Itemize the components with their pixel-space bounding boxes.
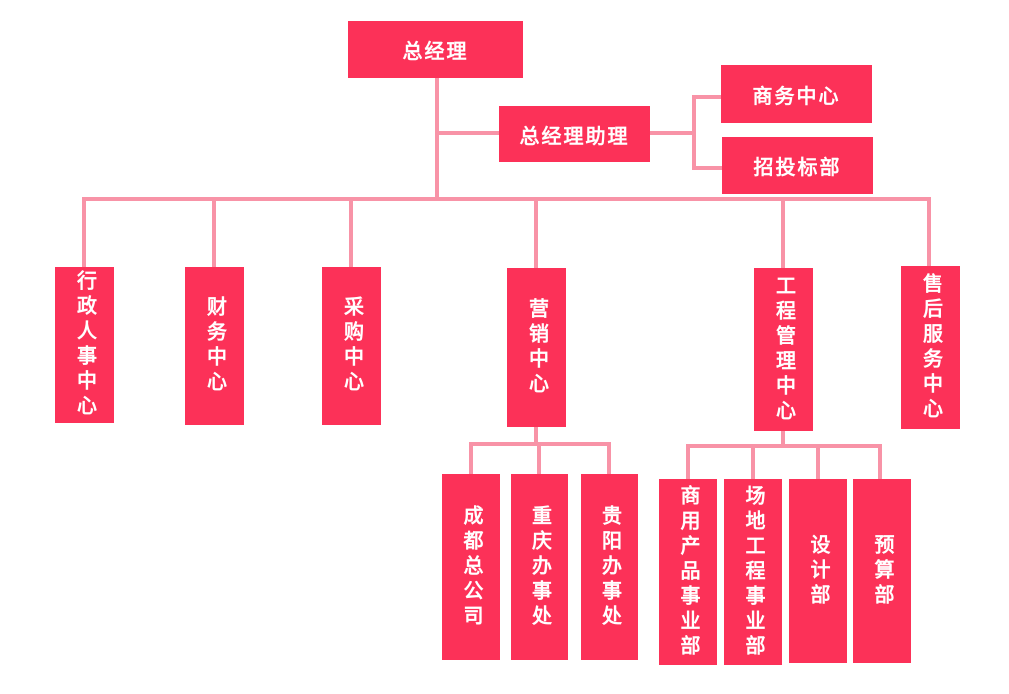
node-general-manager[interactable]: 总经理 — [348, 21, 523, 78]
node-business-center[interactable]: 商务中心 — [721, 65, 872, 123]
node-marketing-center[interactable]: 营销中心 — [507, 268, 566, 427]
connector-drop-marketing — [534, 201, 538, 268]
node-after-sales-center[interactable]: 售后服务中心 — [901, 266, 960, 429]
node-label: 设计部 — [807, 533, 829, 609]
node-label: 预算部 — [871, 533, 893, 609]
node-label: 财务中心 — [203, 296, 226, 396]
node-label: 场地工程事业部 — [742, 484, 764, 660]
node-label: 采购中心 — [340, 296, 363, 396]
connector-drop-finance — [212, 201, 216, 267]
connector-drop-site-eng — [751, 444, 755, 479]
node-bidding-dept[interactable]: 招投标部 — [722, 137, 873, 194]
node-chongqing-office[interactable]: 重庆办事处 — [511, 474, 568, 660]
connector-to-business-center — [692, 95, 721, 99]
node-label: 售后服务中心 — [919, 272, 942, 423]
connector-drop-design — [816, 444, 820, 479]
connector-drop-chengdu — [469, 442, 473, 474]
connector-drop-procurement — [349, 201, 353, 267]
connector-drop-admin-hr — [82, 197, 86, 267]
node-label: 招投标部 — [753, 157, 842, 179]
node-label: 成都总公司 — [460, 504, 482, 630]
node-label: 商务中心 — [752, 85, 841, 108]
connector-engineering-horizontal — [686, 444, 882, 448]
node-design-dept[interactable]: 设计部 — [789, 479, 847, 663]
connector-drop-commercial — [686, 444, 690, 479]
connector-drop-budget — [878, 444, 882, 479]
node-budget-dept[interactable]: 预算部 — [853, 479, 911, 663]
node-label: 营销中心 — [525, 297, 548, 398]
node-label: 重庆办事处 — [528, 504, 551, 630]
node-label: 商用产品事业部 — [677, 484, 699, 660]
node-label: 工程管理中心 — [772, 274, 795, 425]
connector-drop-guiyang — [607, 442, 611, 474]
node-label: 总经理 — [402, 41, 469, 63]
connector-drop-engineering — [781, 201, 785, 268]
node-label: 总经理助理 — [519, 125, 630, 148]
node-finance-center[interactable]: 财务中心 — [185, 267, 244, 425]
connector-drop-after-sales — [927, 197, 931, 266]
connector-marketing-down — [534, 427, 538, 444]
node-guiyang-office[interactable]: 贵阳办事处 — [581, 474, 638, 660]
node-chengdu-hq[interactable]: 成都总公司 — [442, 474, 500, 660]
connector-assistant-right — [650, 131, 696, 135]
connector-main-horizontal — [82, 197, 931, 201]
connector-gm-assistant — [435, 131, 499, 135]
node-site-engineering-div[interactable]: 场地工程事业部 — [724, 479, 782, 665]
node-label: 行政人事中心 — [73, 270, 96, 420]
node-label: 贵阳办事处 — [598, 504, 621, 630]
connector-assistant-bracket — [692, 95, 696, 170]
connector-to-bidding-dept — [692, 166, 722, 170]
node-commercial-products-div[interactable]: 商用产品事业部 — [659, 479, 717, 665]
connector-gm-down — [435, 78, 439, 201]
node-engineering-mgmt-center[interactable]: 工程管理中心 — [754, 268, 813, 431]
connector-engineering-down — [781, 431, 785, 446]
connector-drop-chongqing — [537, 442, 541, 474]
node-gm-assistant[interactable]: 总经理助理 — [499, 106, 650, 162]
node-admin-hr-center[interactable]: 行政人事中心 — [55, 267, 114, 423]
node-procurement-center[interactable]: 采购中心 — [322, 267, 381, 425]
